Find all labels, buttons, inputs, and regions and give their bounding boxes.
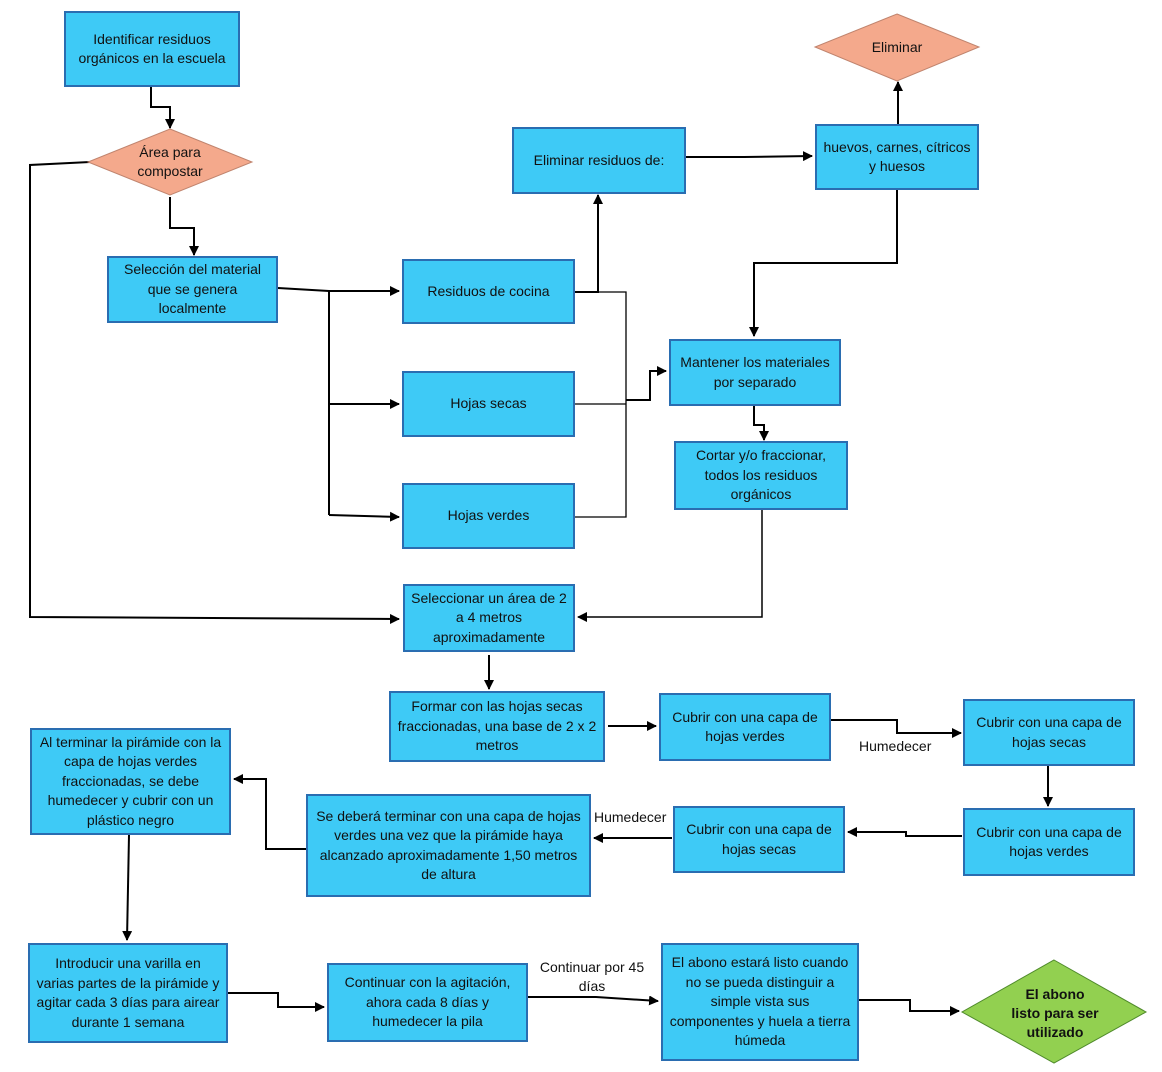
edge-label-continuar-45: Continuar por 45 días <box>532 958 652 996</box>
process-eliminar-residuos-label: Eliminar residuos de: <box>533 151 665 168</box>
connector <box>577 510 763 622</box>
process-continuar-label: Continuar con la agitación, ahora cada 8… <box>344 974 511 1030</box>
connector <box>169 197 199 256</box>
process-cubrir-verdes-1: Cubrir con una capa de hojas verdes <box>659 693 831 761</box>
process-al-terminar: Al terminar la pirámide con la capa de h… <box>30 728 231 835</box>
process-abono-estara: El abono estará listo cuando no se pueda… <box>661 943 859 1061</box>
connector <box>328 511 400 522</box>
connector <box>575 194 603 293</box>
process-identificar: Identificar residuos orgánicos en la esc… <box>64 11 240 87</box>
decision-area-compostar <box>86 128 254 196</box>
process-formar-label: Formar con las hojas secas fraccionadas,… <box>397 698 597 754</box>
process-huevos: huevos, carnes, cítricos y huesos <box>815 124 979 190</box>
process-cubrir-secas-1: Cubrir con una capa de hojas secas <box>963 699 1135 766</box>
process-hojas-secas: Hojas secas <box>402 371 575 437</box>
connector <box>831 719 962 738</box>
process-cubrir-secas-1-label: Cubrir con una capa de hojas secas <box>976 714 1122 750</box>
process-al-terminar-label: Al terminar la pirámide con la capa de h… <box>39 733 222 828</box>
process-seleccion: Selección del material que se genera loc… <box>107 256 278 323</box>
connector <box>228 992 325 1012</box>
process-terminar-capa-label: Se deberá terminar con una capa de hojas… <box>316 807 581 883</box>
process-cubrir-secas-2-label: Cubrir con una capa de hojas secas <box>686 821 832 857</box>
process-mantener-label: Mantener los materiales por separado <box>680 354 830 390</box>
process-identificar-label: Identificar residuos orgánicos en la esc… <box>78 30 226 67</box>
process-introducir-label: Introducir una varilla en varias partes … <box>36 955 220 1030</box>
connector <box>859 999 960 1016</box>
connector <box>686 151 813 162</box>
edge-label-humedecer-2: Humedecer <box>594 808 667 827</box>
process-formar: Formar con las hojas secas fraccionadas,… <box>389 691 605 762</box>
connector <box>753 406 769 441</box>
process-residuos-cocina-label: Residuos de cocina <box>427 282 550 299</box>
connector <box>528 995 659 1006</box>
decision-eliminar-label-wrap: Eliminar <box>845 36 949 58</box>
process-seleccionar-area: Seleccionar un área de 2 a 4 metros apro… <box>403 584 575 652</box>
process-seleccion-label: Selección del material que se genera loc… <box>124 261 261 317</box>
connector <box>122 834 133 941</box>
process-terminar-capa: Se deberá terminar con una capa de hojas… <box>306 794 591 897</box>
process-introducir: Introducir una varilla en varias partes … <box>28 943 228 1043</box>
process-hojas-secas-label: Hojas secas <box>450 395 527 412</box>
connector <box>233 774 306 850</box>
connector <box>749 190 898 337</box>
decision-eliminar-label: Eliminar <box>871 38 923 55</box>
process-cubrir-verdes-2: Cubrir con una capa de hojas verdes <box>963 808 1135 876</box>
edge-label-humedecer-1: Humedecer <box>859 737 932 756</box>
terminal-abono-listo-label: El abono listo para ser utilizado <box>1011 985 1099 1040</box>
terminal-abono-listo-label-wrap: El abono listo para ser utilizado <box>1002 982 1108 1044</box>
process-cubrir-verdes-1-label: Cubrir con una capa de hojas verdes <box>672 708 818 745</box>
process-huevos-label: huevos, carnes, cítricos y huesos <box>823 138 971 175</box>
process-hojas-verdes: Hojas verdes <box>402 483 575 549</box>
process-hojas-verdes-label: Hojas verdes <box>447 507 530 524</box>
connector <box>29 161 400 624</box>
terminal-abono-listo <box>960 959 1148 1064</box>
process-cubrir-verdes-2-label: Cubrir con una capa de hojas verdes <box>976 823 1122 860</box>
process-abono-estara-label: El abono estará listo cuando no se pueda… <box>669 954 851 1049</box>
process-continuar: Continuar con la agitación, ahora cada 8… <box>327 963 528 1042</box>
process-cubrir-secas-2: Cubrir con una capa de hojas secas <box>673 806 845 873</box>
decision-area-compostar-label-wrap: Área para compostar <box>110 140 230 184</box>
process-eliminar-residuos: Eliminar residuos de: <box>512 127 686 194</box>
process-seleccionar-area-label: Seleccionar un área de 2 a 4 metros apro… <box>411 589 567 645</box>
process-residuos-cocina: Residuos de cocina <box>402 259 575 324</box>
connector <box>626 366 667 401</box>
process-cortar: Cortar y/o fraccionar, todos los residuo… <box>674 441 848 510</box>
connector <box>150 87 175 129</box>
process-mantener: Mantener los materiales por separado <box>669 339 841 406</box>
connector <box>277 286 400 296</box>
connector <box>847 827 962 837</box>
decision-eliminar <box>813 13 981 82</box>
decision-area-compostar-label: Área para compostar <box>137 144 203 179</box>
process-cortar-label: Cortar y/o fraccionar, todos los residuo… <box>696 447 826 503</box>
